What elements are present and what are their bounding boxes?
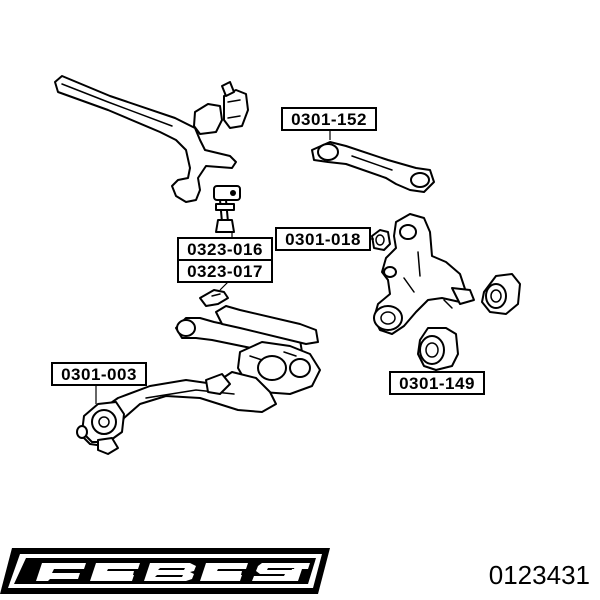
label-0301-003-text: 0301-003 [61, 365, 137, 384]
lower-arm-assembly [76, 305, 321, 455]
upper-control-arm [311, 130, 435, 193]
febest-logo [0, 548, 330, 594]
label-0323-016: 0323-016 [177, 237, 273, 261]
bushing-right [481, 273, 521, 315]
label-0301-152: 0301-152 [281, 107, 377, 131]
article-number: 0123431 [489, 560, 590, 590]
label-0301-152-text: 0301-152 [291, 110, 367, 129]
stabilizer-link [213, 185, 241, 238]
label-0301-018-text: 0301-018 [285, 230, 361, 249]
label-0323-017: 0323-017 [177, 259, 273, 283]
label-0301-018: 0301-018 [275, 227, 374, 251]
label-0323-016-text: 0323-016 [187, 240, 263, 259]
steering-knuckle [373, 213, 475, 335]
bushing-0301-149 [417, 327, 459, 376]
bushing-0301-018 [371, 229, 391, 251]
label-0323-017-text: 0323-017 [187, 262, 263, 281]
bolt [199, 281, 229, 307]
label-0301-149-text: 0301-149 [399, 374, 475, 393]
stabilizer-bar [54, 75, 249, 203]
label-0301-149: 0301-149 [389, 371, 485, 395]
label-0301-003: 0301-003 [51, 362, 147, 386]
